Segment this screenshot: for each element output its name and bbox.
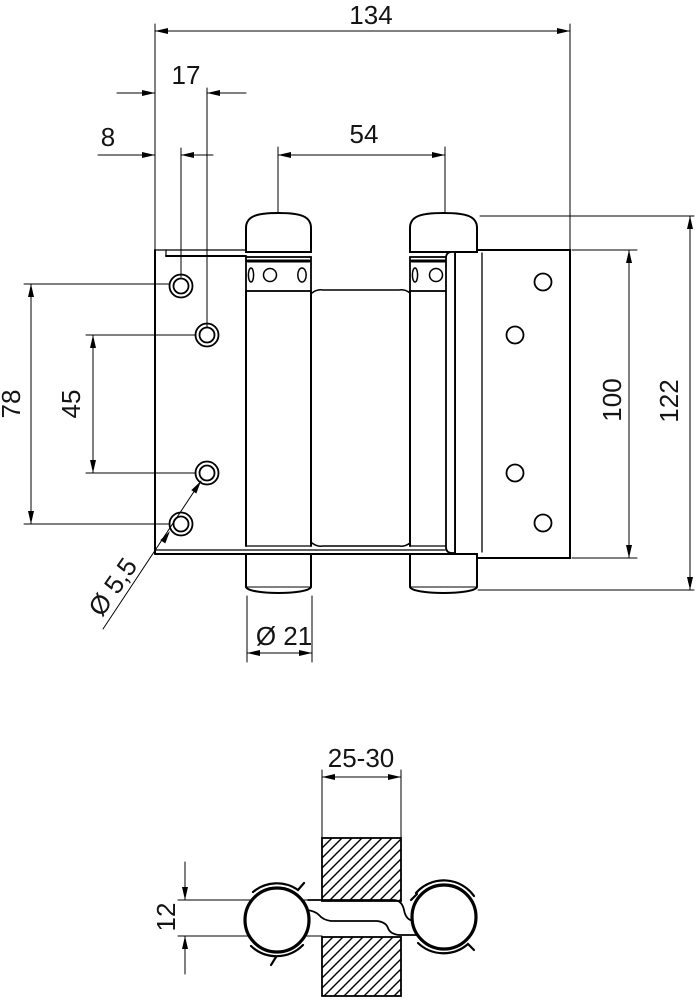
dim-leaf-height-label: 100 <box>597 378 627 421</box>
dimension-labels: 134 17 8 54 78 45 Ø 5,5 Ø 21 100 122 <box>0 0 684 651</box>
front-view: 134 17 8 54 78 45 Ø 5,5 Ø 21 100 122 <box>0 0 695 663</box>
hole-diameter-leader <box>102 480 202 630</box>
right-top-cap <box>409 211 478 253</box>
dim-screw-hole-diameter-label: Ø 5,5 <box>82 552 143 621</box>
section-dimension-arrows <box>182 774 401 949</box>
cross-section-view: 25-30 12 <box>151 743 478 997</box>
right-leaf-plate <box>454 249 571 559</box>
section-dimension-labels: 25-30 12 <box>151 743 394 931</box>
web-bottom-edge <box>311 542 411 547</box>
dim-pin-spacing-label: 54 <box>350 119 379 149</box>
collar-bands <box>245 256 449 292</box>
spring-barrels <box>245 289 446 547</box>
left-top-cap <box>245 211 312 253</box>
leaf-wrap-arcs <box>249 879 476 967</box>
countersunk-screw-holes <box>168 273 220 537</box>
pin-caps <box>245 211 478 594</box>
leaf-wrap-edge <box>445 251 456 554</box>
dim-overall-height-label: 122 <box>654 379 684 422</box>
barrel-sections <box>243 879 478 967</box>
extension-lines <box>23 23 695 663</box>
dimension-arrows <box>28 28 693 656</box>
bottom-edge <box>154 549 446 555</box>
left-barrel-section <box>243 886 311 954</box>
door-panel <box>321 837 402 997</box>
door-panel-lower <box>321 936 402 997</box>
dim-barrel-diameter-label: Ø 21 <box>256 621 312 651</box>
dim-hole-span-inner-label: 45 <box>56 390 86 419</box>
right-barrel-section <box>410 883 478 951</box>
dim-leaf-clearance-label: 12 <box>151 903 181 932</box>
dim-hole-col-outer-label: 17 <box>172 60 201 90</box>
dim-door-thickness-label: 25-30 <box>328 743 395 773</box>
web-top-edge <box>311 289 411 294</box>
hinge-strap <box>306 899 425 936</box>
dim-hole-col-inner-label: 8 <box>101 122 115 152</box>
dim-hole-span-outer-label: 78 <box>0 390 26 419</box>
dim-overall-width-label: 134 <box>349 0 392 30</box>
door-panel-upper <box>321 837 402 902</box>
left-mounting-plate <box>154 249 247 555</box>
